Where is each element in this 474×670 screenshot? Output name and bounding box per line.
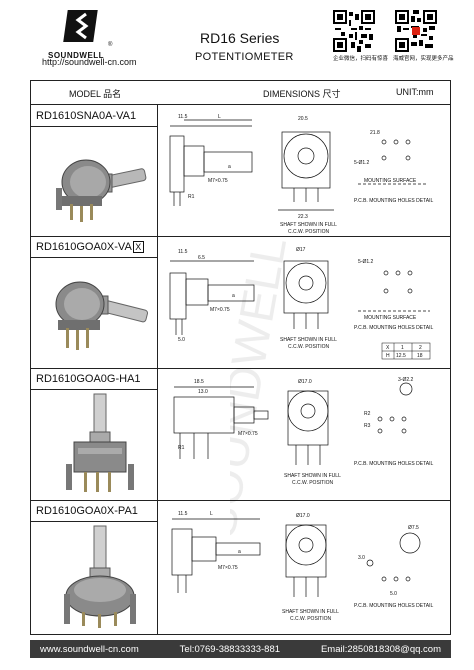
table-header: MODEL 品名 DIMENSIONS 尺寸 UNIT:mm <box>31 81 450 105</box>
unit-label: UNIT:mm <box>396 87 434 97</box>
svg-text:C.C.W. POSITION: C.C.W. POSITION <box>288 229 330 235</box>
website-qr-caption: 海威官网，实现更多产品 <box>393 56 454 62</box>
product-photo-row-1 <box>56 159 147 222</box>
row-divider <box>31 236 450 237</box>
svg-text:a: a <box>228 164 231 170</box>
variant-box: X <box>132 241 144 254</box>
svg-text:X: X <box>386 345 390 351</box>
svg-text:2: 2 <box>419 345 422 351</box>
svg-text:a: a <box>238 549 241 555</box>
svg-text:R2: R2 <box>364 411 371 417</box>
column-divider <box>157 105 158 635</box>
drawing-row-4: 11.5 L a M7×0.75 Ø17.0 Ø7.5 3.0 5.0 SHAF… <box>171 511 433 622</box>
model-name-row-4: RD1610GOA0X-PA1 <box>36 505 138 517</box>
product-type: POTENTIOMETER <box>195 51 294 63</box>
svg-text:Ø17: Ø17 <box>296 247 306 253</box>
svg-text:SHAFT SHOWN IN FULL: SHAFT SHOWN IN FULL <box>284 473 341 479</box>
dim-label: 11.5 <box>178 114 188 120</box>
svg-text:SHAFT SHOWN IN FULL: SHAFT SHOWN IN FULL <box>280 222 337 228</box>
model-underline <box>31 257 157 258</box>
model-underline <box>31 126 157 127</box>
dimensions-column-header: DIMENSIONS 尺寸 <box>263 89 341 99</box>
drawing-row-3: 18.5 13.0 M7×0.75 R1 Ø17.0 3-Ø2.2 R2 R3 … <box>173 377 433 486</box>
contact-footer: www.soundwell-cn.com Tel:0769-38833333-8… <box>30 640 451 658</box>
svg-text:M7×0.75: M7×0.75 <box>210 307 230 313</box>
wechat-qr-code <box>333 10 375 52</box>
svg-text:C.C.W. POSITION: C.C.W. POSITION <box>292 480 334 486</box>
svg-text:5-Ø1.2: 5-Ø1.2 <box>358 259 374 265</box>
svg-text:L: L <box>210 511 213 517</box>
svg-text:5-Ø1.2: 5-Ø1.2 <box>354 160 370 166</box>
series-title: RD16 Series <box>200 30 280 46</box>
product-photo-row-4 <box>64 525 136 628</box>
brand-name: SOUNDWELL <box>48 51 105 60</box>
svg-text:18.5: 18.5 <box>194 379 204 385</box>
svg-text:13.0: 13.0 <box>198 389 208 395</box>
svg-text:M7×0.75: M7×0.75 <box>208 178 228 184</box>
footer-email[interactable]: Email:2850818308@qq.com <box>320 643 441 655</box>
model-name-row-3: RD1610GOA0G-HA1 <box>36 373 141 385</box>
soundwell-watermark: SOUNDWELL <box>230 233 290 542</box>
svg-text:R1: R1 <box>178 445 185 451</box>
svg-text:M7×0.75: M7×0.75 <box>238 431 258 437</box>
svg-text:P.C.B. MOUNTING HOLES DETAIL: P.C.B. MOUNTING HOLES DETAIL <box>354 461 433 467</box>
svg-text:C.C.W. POSITION: C.C.W. POSITION <box>290 616 332 622</box>
svg-text:SHAFT SHOWN IN FULL: SHAFT SHOWN IN FULL <box>282 609 339 615</box>
drawing-row-1: 11.5 L a M7×0.75 R1 20.5 22.3 21.8 5-Ø1.… <box>169 114 433 235</box>
svg-text:H: H <box>386 353 390 359</box>
svg-text:R1: R1 <box>188 194 195 200</box>
wechat-qr-caption: 企业微信，扫码有惊喜 <box>333 56 389 62</box>
model-underline <box>31 389 157 390</box>
svg-text:C.C.W. POSITION: C.C.W. POSITION <box>288 344 330 350</box>
svg-text:L: L <box>218 114 221 120</box>
svg-text:3-Ø2.2: 3-Ø2.2 <box>398 377 414 383</box>
soundwell-logo <box>63 10 98 42</box>
svg-text:12.5: 12.5 <box>396 353 406 359</box>
svg-text:SOUNDWELL: SOUNDWELL <box>230 233 290 542</box>
brand-website[interactable]: http://soundwell-cn.com <box>42 57 137 67</box>
product-photo-row-3 <box>66 393 134 492</box>
svg-text:5.0: 5.0 <box>390 591 397 597</box>
svg-text:20.5: 20.5 <box>298 116 308 122</box>
svg-text:SHAFT SHOWN IN FULL: SHAFT SHOWN IN FULL <box>280 337 337 343</box>
svg-text:1: 1 <box>401 345 404 351</box>
svg-text:6.5: 6.5 <box>198 255 205 261</box>
svg-text:21.8: 21.8 <box>370 130 380 136</box>
svg-text:Ø17.0: Ø17.0 <box>296 513 310 519</box>
shaft-length-table <box>381 342 431 360</box>
spec-table <box>30 80 451 635</box>
footer-website[interactable]: www.soundwell-cn.com <box>40 643 139 655</box>
svg-text:3.0: 3.0 <box>358 555 365 561</box>
registered-mark: ® <box>108 42 113 48</box>
svg-text:22.3: 22.3 <box>298 214 308 220</box>
svg-text:11.5: 11.5 <box>178 511 188 517</box>
drawing-row-2: 11.5 6.5 a M7×0.75 5.0 Ø17 5-Ø1.2 MOUNTI… <box>169 247 433 360</box>
svg-text:a: a <box>232 293 235 299</box>
website-qr-code <box>395 10 437 52</box>
svg-text:R3: R3 <box>364 423 371 429</box>
model-column-header: MODEL 品名 <box>69 89 122 99</box>
svg-text:P.C.B. MOUNTING HOLES DETAIL: P.C.B. MOUNTING HOLES DETAIL <box>354 325 433 331</box>
row-divider <box>31 500 450 501</box>
svg-text:5.0: 5.0 <box>178 337 185 343</box>
svg-text:P.C.B. MOUNTING HOLES DETAIL: P.C.B. MOUNTING HOLES DETAIL <box>354 603 433 609</box>
model-name-row-1: RD1610SNA0A-VA1 <box>36 110 137 122</box>
svg-text:MOUNTING SURFACE: MOUNTING SURFACE <box>364 315 417 321</box>
product-photo-row-2 <box>55 281 149 350</box>
svg-text:11.5: 11.5 <box>178 249 188 255</box>
svg-text:Ø17.0: Ø17.0 <box>298 379 312 385</box>
footer-phone: Tel:0769-38833333-881 <box>179 643 281 655</box>
svg-text:P.C.B. MOUNTING HOLES DETAIL: P.C.B. MOUNTING HOLES DETAIL <box>354 198 433 204</box>
svg-text:18: 18 <box>417 353 423 359</box>
row-divider <box>31 368 450 369</box>
svg-text:Ø7.5: Ø7.5 <box>408 525 419 531</box>
model-underline <box>31 521 157 522</box>
svg-text:M7×0.75: M7×0.75 <box>218 565 238 571</box>
svg-text:MOUNTING SURFACE: MOUNTING SURFACE <box>364 178 417 184</box>
